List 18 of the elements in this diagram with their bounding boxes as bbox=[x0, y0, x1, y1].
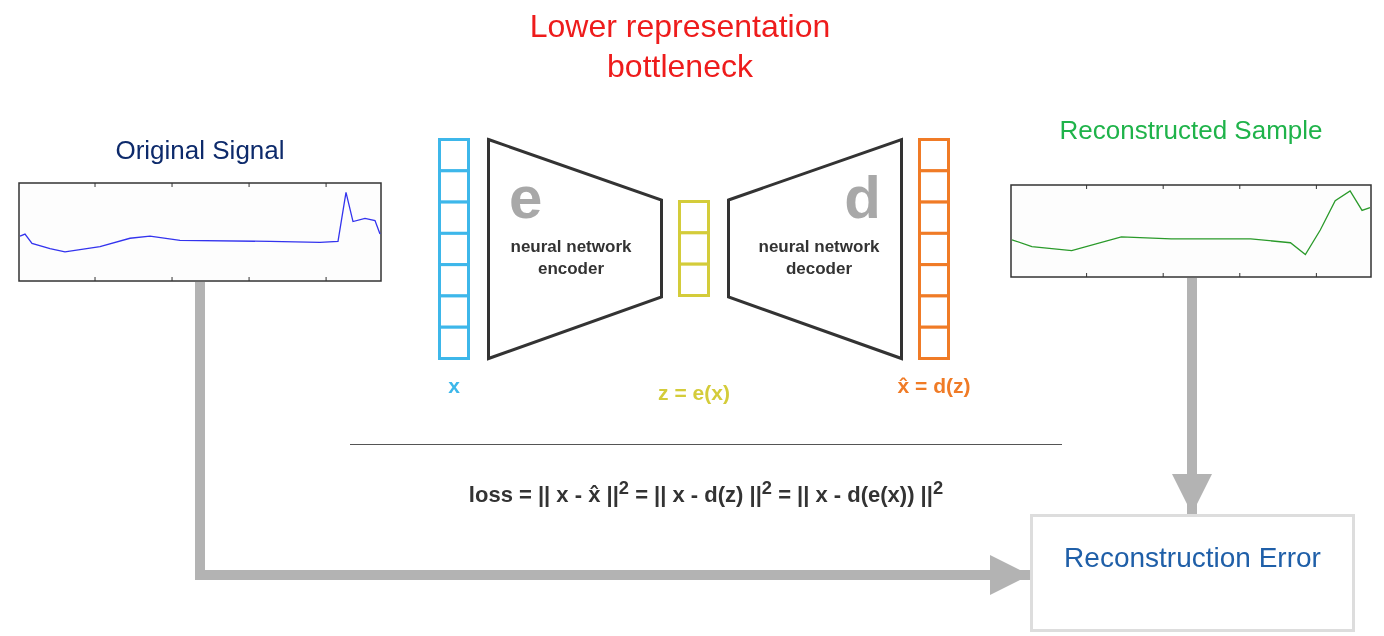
vector-label: x̂ = d(z) bbox=[896, 374, 972, 398]
encoder-trapezoid bbox=[487, 138, 663, 360]
result-box bbox=[1030, 514, 1355, 632]
plot-title: Reconstructed Sample bbox=[1058, 114, 1324, 147]
box-label: Reconstruction Error bbox=[1063, 541, 1322, 575]
plot-title: Original Signal bbox=[114, 134, 286, 167]
code-label: z = e(x) bbox=[657, 380, 731, 406]
arrow bbox=[1172, 278, 1212, 514]
decoder-trapezoid bbox=[727, 138, 903, 360]
vector-label: x bbox=[447, 374, 461, 398]
block-label: neural network decoder bbox=[757, 236, 881, 280]
background-letter: d bbox=[844, 168, 881, 228]
bottleneck-note: Lower representation bottleneck bbox=[528, 7, 832, 86]
vector-bar bbox=[678, 200, 710, 297]
background-letter: e bbox=[509, 168, 543, 228]
loss-formula: loss = || x - x̂ ||$^{2}$ = || x - d(z) ||$^{2}$ = || x - d(e(x)) ||$^{2}$ bbox=[467, 476, 945, 510]
arrow bbox=[195, 282, 1030, 595]
block-label: neural network encoder bbox=[509, 236, 633, 280]
